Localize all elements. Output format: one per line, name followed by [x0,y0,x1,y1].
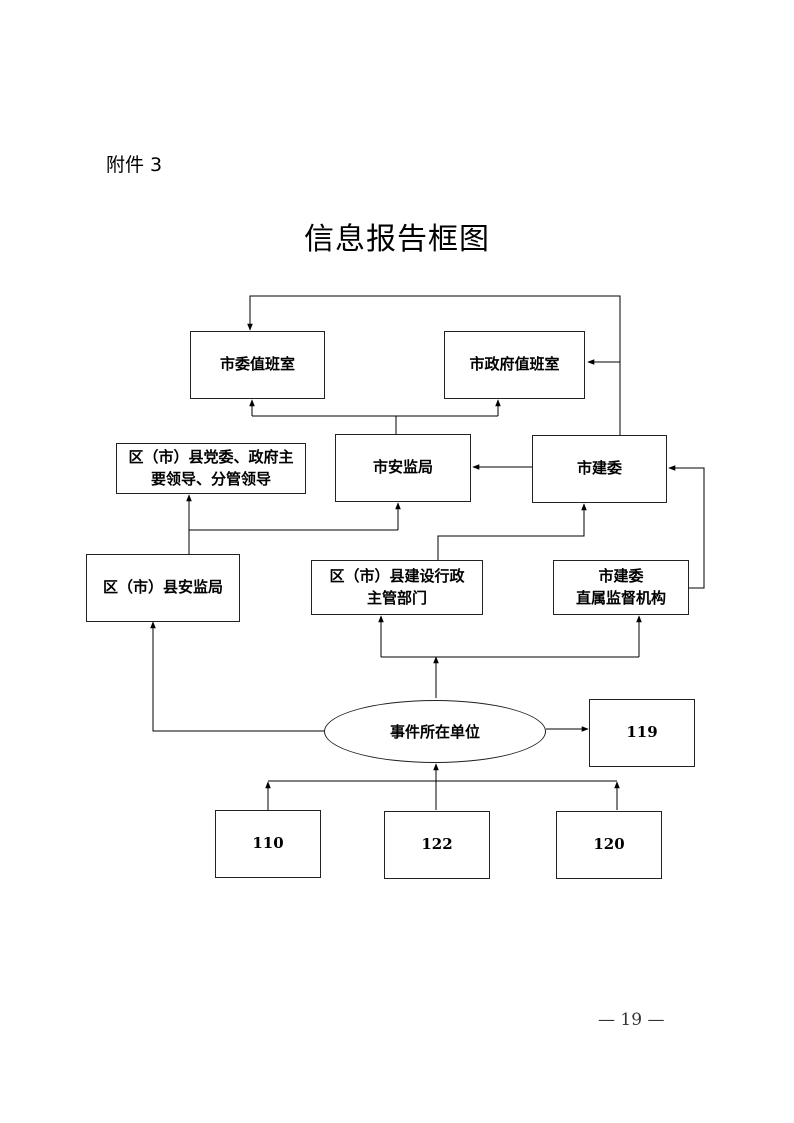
district-leaders-box: 区（市）县党委、政府主 要领导、分管领导 [116,443,306,494]
district-construction-box: 区（市）县建设行政 主管部门 [311,560,483,615]
line-district-construction-to-city-construction [437,503,587,560]
construction-supervision-label-line1: 市建委 [598,566,644,585]
incident-unit-label: 事件所在单位 [389,723,480,741]
district-construction-label-line2: 主管部门 [366,588,427,607]
district-safety-box: 区（市）县安监局 [86,554,240,622]
incident-unit-ellipse: 事件所在单位 [324,700,546,763]
construction-supervision-box: 市建委 直属监督机构 [553,560,689,615]
city-safety-box: 市安监局 [335,434,471,502]
construction-supervision-label-line2: 直属监督机构 [575,588,666,607]
line-construction-to-party-duty [247,295,621,435]
line-incident-to-district-safety [150,621,324,732]
city-party-duty-label: 市委值班室 [219,355,295,374]
diagram-title: 信息报告框图 [304,222,490,257]
ambulance-120-label: 120 [593,835,625,854]
fire-119-label: 119 [626,723,658,742]
city-construction-label: 市建委 [576,459,622,478]
attachment-label: 附件 3 [106,154,163,176]
police-110-label: 110 [252,834,284,853]
city-safety-label: 市安监局 [372,458,433,477]
traffic-122-box: 122 [384,811,490,879]
district-leaders-label-line1: 区（市）县党委、政府主 [128,447,294,466]
ambulance-120-box: 120 [556,811,662,879]
district-leaders-label-line2: 要领导、分管领导 [150,469,271,488]
police-110-box: 110 [215,810,321,878]
city-gov-duty-box: 市政府值班室 [444,331,585,399]
city-party-duty-box: 市委值班室 [190,331,325,399]
district-safety-label: 区（市）县安监局 [102,578,223,597]
fire-119-box: 119 [589,699,695,767]
district-construction-label-line1: 区（市）县建设行政 [329,566,465,585]
line-supervision-to-city-construction [668,465,705,589]
city-construction-box: 市建委 [532,435,667,503]
traffic-122-label: 122 [421,835,453,854]
city-gov-duty-label: 市政府值班室 [469,355,560,374]
page-number: — 19 — [598,1010,665,1030]
